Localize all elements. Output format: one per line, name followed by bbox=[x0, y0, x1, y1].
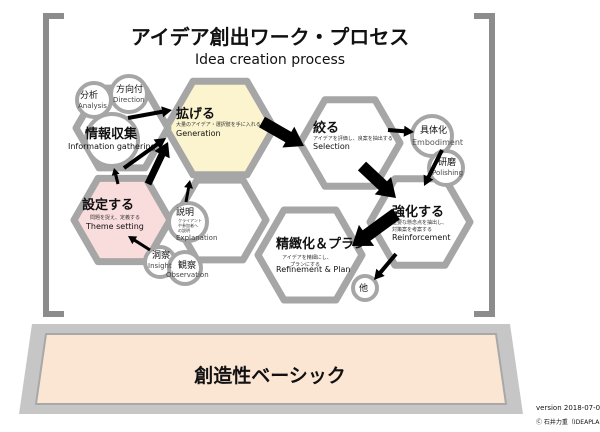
explanation-en: Explanation bbox=[176, 234, 217, 242]
circle-direction bbox=[109, 74, 149, 114]
analysis-jp: 分析 bbox=[80, 89, 98, 101]
generation-desc: 大量のアイデア・選択肢を手に入れる bbox=[176, 121, 261, 128]
polishing-jp: 研磨 bbox=[438, 157, 456, 168]
creativity-basics-base: 創造性ベーシック bbox=[19, 324, 523, 414]
base-label: 創造性ベーシック bbox=[194, 364, 346, 387]
insight-jp: 洞察 bbox=[152, 249, 170, 261]
other-jp: 他 bbox=[359, 282, 368, 294]
arrow-polishing-to-reinforcement bbox=[423, 149, 444, 186]
insight-en: Insight bbox=[148, 262, 172, 270]
theme-en: Theme setting bbox=[85, 222, 144, 231]
title-en: Idea creation process bbox=[195, 52, 345, 68]
refinement-jp: 精緻化＆プラン bbox=[276, 236, 367, 252]
analysis-en: Analysis bbox=[78, 102, 107, 110]
hex-refinement bbox=[254, 206, 366, 304]
arrow-layer bbox=[111, 106, 444, 280]
observation-jp: 観察 bbox=[178, 259, 196, 271]
refinement-desc-2: プランにする bbox=[290, 262, 320, 268]
direction-jp: 方向付 bbox=[116, 83, 143, 95]
polishing-en: Polishing bbox=[432, 169, 463, 177]
selection-en: Selection bbox=[313, 142, 350, 151]
explanation-desc-1: クライアント bbox=[178, 217, 202, 223]
generation-jp: 拡げる bbox=[176, 106, 215, 122]
arrow-reinforcement-to-other bbox=[374, 252, 398, 280]
reinforcement-jp: 強化する bbox=[392, 204, 444, 220]
circle-observation bbox=[167, 250, 203, 286]
refinement-en: Refinement & Plan bbox=[276, 265, 350, 274]
arrow-insight-to-theme bbox=[128, 236, 151, 252]
arrow-selection-to-embodiment bbox=[387, 125, 414, 137]
circle-gathering bbox=[84, 112, 140, 168]
generation-en: Generation bbox=[176, 129, 221, 138]
frame-brackets bbox=[43, 13, 495, 317]
arrow-explanation-to-generation bbox=[184, 180, 193, 203]
theme-desc: 問題を捉え、定義する bbox=[90, 214, 140, 221]
hex-reinforcement bbox=[366, 175, 474, 269]
arrow-theme-to-generation bbox=[144, 142, 170, 186]
selection-jp: 絞る bbox=[313, 120, 339, 136]
base-inner-panel bbox=[34, 333, 508, 405]
version-label: version 2018-07-07 bbox=[536, 404, 600, 412]
explanation-jp: 説明 bbox=[176, 206, 194, 218]
theme-jp: 設定する bbox=[82, 197, 134, 213]
selection-desc: アイデアを評価し、良案を抽出する bbox=[313, 135, 393, 142]
theme-setting-labels: 設定する 問題を捉え、定義する Theme setting bbox=[82, 197, 144, 231]
right-bracket bbox=[474, 13, 495, 317]
arrow-generation-to-selection bbox=[259, 116, 304, 148]
copyright-label: Ⓒ 石井力重（IDEAPLANT） bbox=[536, 418, 600, 426]
selection-labels: 絞る アイデアを評価し、良案を抽出する Selection bbox=[313, 120, 393, 151]
circle-other bbox=[351, 274, 379, 302]
gathering-en: Information gathering bbox=[68, 142, 156, 151]
circle-layer bbox=[75, 74, 465, 302]
embodiment-en: Embodiment bbox=[412, 138, 463, 147]
hex-generation bbox=[162, 77, 278, 179]
reinforcement-desc-2: 対策案を考案する bbox=[392, 226, 432, 233]
embodiment-jp: 具体化 bbox=[420, 124, 447, 136]
arrow-gathering-to-generation bbox=[122, 138, 166, 170]
arrow-direction-to-generation bbox=[127, 106, 172, 120]
reinforcement-desc-1: 重要な懸念点を抽出し、 bbox=[392, 219, 447, 226]
left-bracket bbox=[43, 13, 64, 317]
observation-en: Observation bbox=[166, 271, 209, 279]
gathering-jp: 情報収集 bbox=[85, 126, 138, 142]
explanation-desc-2: や参加者へ bbox=[178, 222, 198, 228]
reinforcement-labels: 強化する 重要な懸念点を抽出し、 対策案を考案する Reinforcement bbox=[392, 204, 450, 242]
arrow-theme-to-gathering bbox=[111, 168, 120, 185]
arrow-selection-to-reinforcement bbox=[357, 161, 396, 198]
circle-explanation bbox=[167, 201, 209, 243]
hexagon-layer bbox=[70, 77, 474, 304]
refinement-desc-1: アイデアを精細にし、 bbox=[282, 254, 332, 261]
reinforcement-en: Reinforcement bbox=[392, 233, 450, 242]
hex-selection bbox=[296, 96, 404, 190]
title-jp: アイデア創出ワーク・プロセス bbox=[131, 25, 410, 49]
explanation-desc-3: の説明 bbox=[178, 227, 190, 233]
arrow-reinforcement-to-refinement bbox=[352, 208, 400, 246]
refinement-labels: 精緻化＆プラン アイデアを精細にし、 プランにする Refinement & P… bbox=[276, 236, 367, 274]
direction-en: Direction bbox=[113, 96, 145, 104]
generation-labels: 拡げる 大量のアイデア・選択肢を手に入れる Generation bbox=[176, 106, 261, 138]
